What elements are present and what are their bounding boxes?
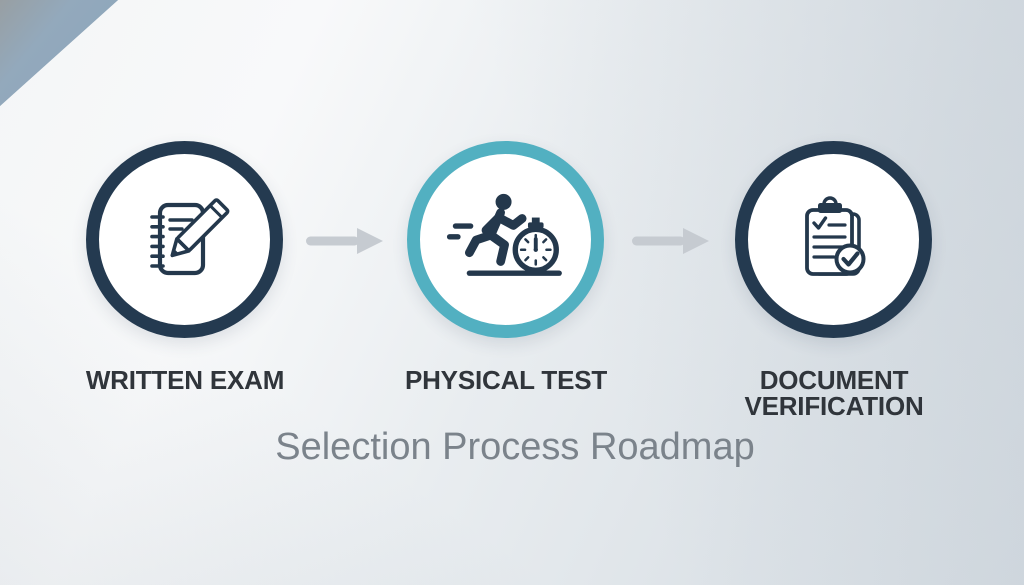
page-title: Selection Process Roadmap	[275, 426, 755, 468]
arrow-right-icon	[629, 221, 713, 261]
notebook-pencil-icon	[135, 190, 235, 290]
step-label-written-exam: WRITTEN EXAM	[85, 365, 285, 395]
runner-stopwatch-icon	[445, 191, 567, 289]
step-circle-written-exam	[86, 141, 283, 338]
step-label-physical-test: PHYSICAL TEST	[404, 365, 608, 395]
corner-wedge-decoration	[0, 0, 118, 106]
step-circle-document-verification	[735, 141, 932, 338]
clipboard-check-icon	[784, 190, 884, 290]
step-circle-physical-test	[407, 141, 604, 338]
step-label-document-verification: DOCUMENT VERIFICATION	[744, 365, 924, 421]
arrow-right-icon	[303, 221, 387, 261]
